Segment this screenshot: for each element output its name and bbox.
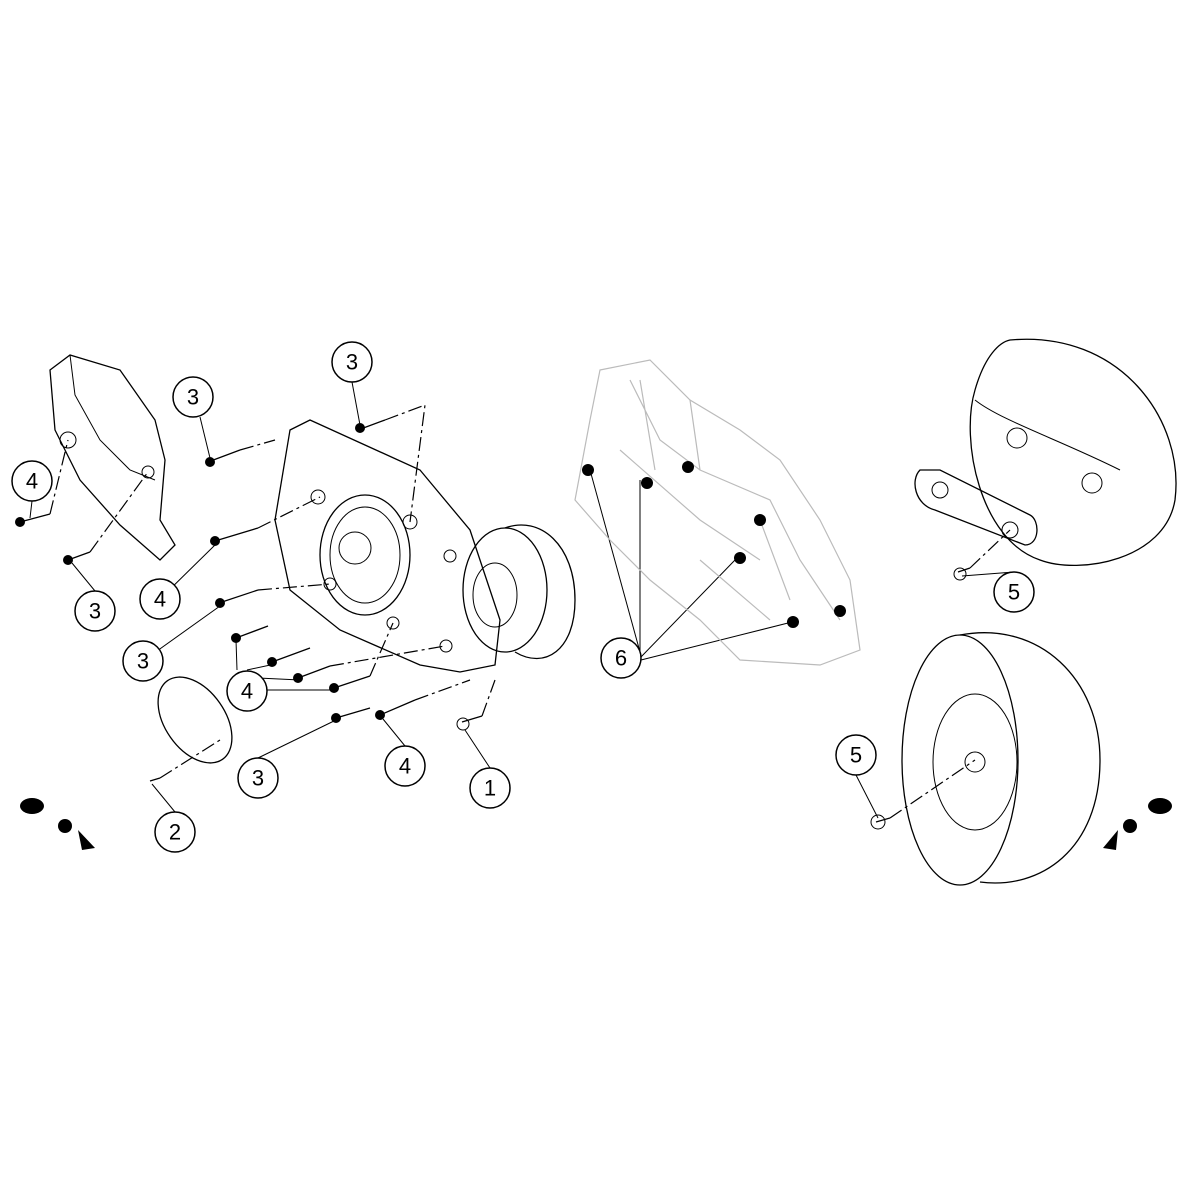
callout-5: 5	[835, 734, 877, 776]
svg-text:4: 4	[154, 587, 166, 612]
forward-arrow-icon-right	[1103, 798, 1172, 850]
callout-3: 3	[331, 341, 373, 383]
svg-text:4: 4	[26, 469, 38, 494]
svg-text:2: 2	[169, 820, 181, 845]
callout-4: 4	[139, 578, 181, 620]
bolts	[15, 419, 971, 830]
assembly-lines	[49, 404, 1011, 819]
callout-3: 3	[172, 376, 214, 418]
callout-2: 2	[154, 811, 196, 853]
air-cleaner-bottom	[901, 632, 1101, 886]
sprocket-cover	[49, 354, 176, 561]
svg-text:1: 1	[484, 776, 496, 801]
svg-text:3: 3	[89, 599, 101, 624]
svg-text:3: 3	[346, 350, 358, 375]
callout-5: 5	[993, 571, 1035, 613]
svg-text:5: 5	[1008, 580, 1020, 605]
air-cleaner-top	[914, 338, 1177, 567]
callout-4: 4	[11, 460, 53, 502]
forward-arrow-icon-left	[20, 798, 95, 850]
derby-cover	[462, 524, 576, 660]
callout-3: 3	[74, 590, 116, 632]
svg-text:6: 6	[615, 646, 627, 671]
svg-text:5: 5	[850, 743, 862, 768]
svg-text:4: 4	[399, 754, 411, 779]
frame-background	[574, 359, 861, 666]
callout-1: 1	[469, 767, 511, 809]
callout-4: 4	[384, 745, 426, 787]
svg-text:3: 3	[187, 385, 199, 410]
callout-4: 4	[226, 670, 268, 712]
callout-6: 6	[600, 637, 642, 679]
primary-cover	[274, 419, 501, 673]
svg-text:3: 3	[137, 649, 149, 674]
timing-plate	[157, 676, 233, 764]
leader-lines	[29, 381, 1015, 819]
callout-3: 3	[237, 757, 279, 799]
svg-text:4: 4	[241, 679, 253, 704]
svg-text:3: 3	[252, 766, 264, 791]
callout-3: 3	[122, 640, 164, 682]
